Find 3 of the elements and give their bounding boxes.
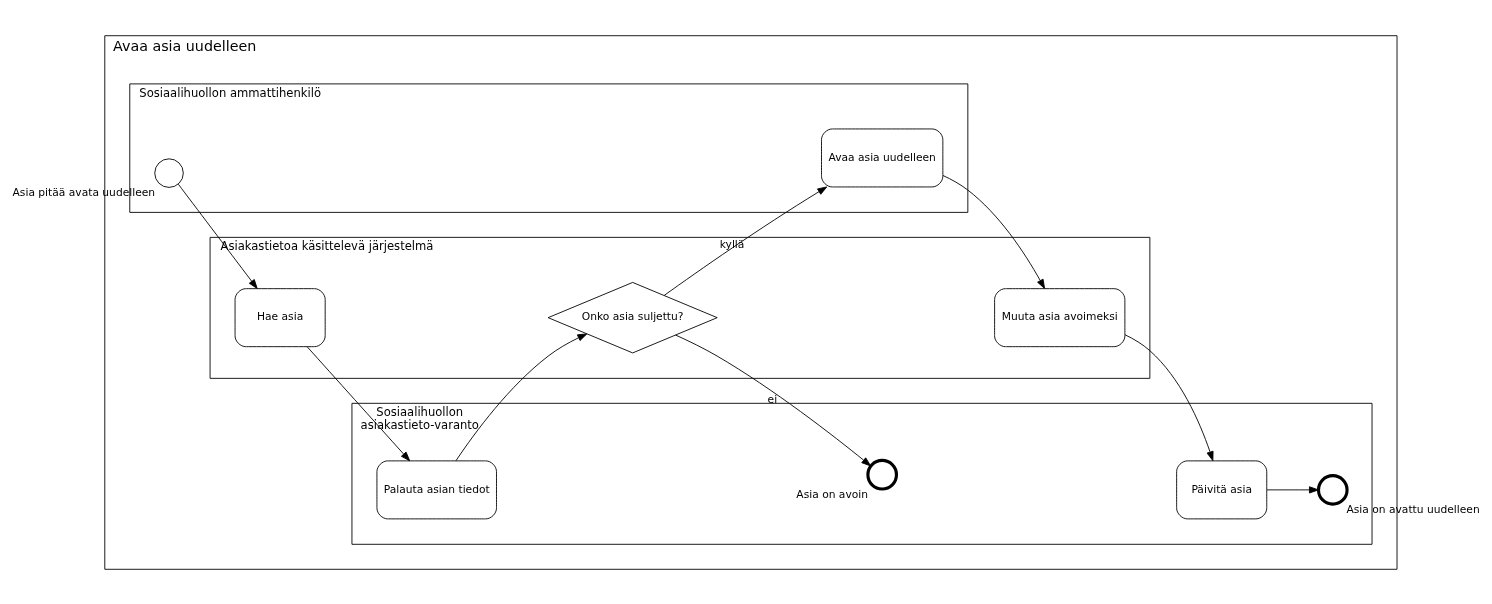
edge-label: ei — [767, 392, 778, 406]
node-label: Asia on avattu uudelleen — [1346, 502, 1480, 516]
node-label: Asia on avoin — [796, 487, 869, 501]
